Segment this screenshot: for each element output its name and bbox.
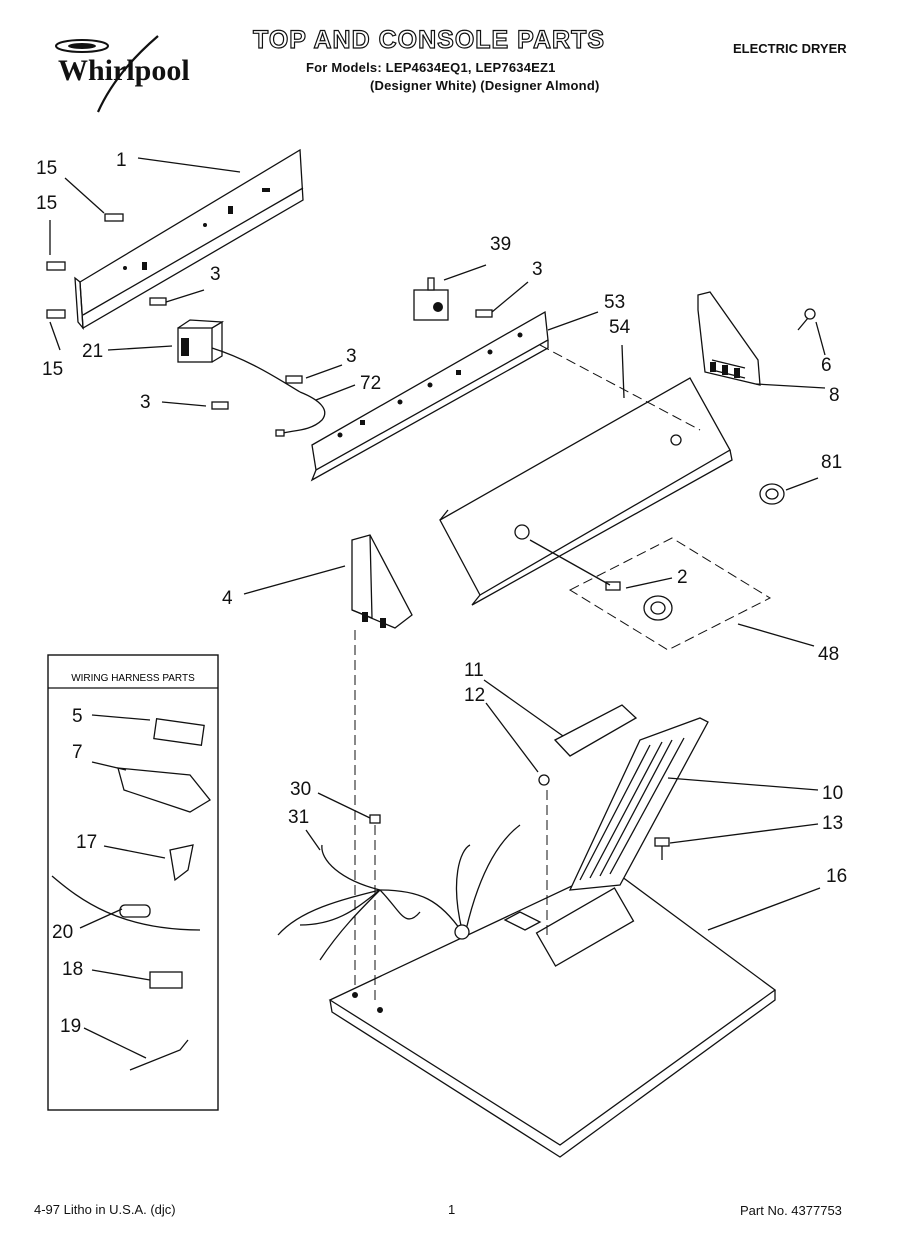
- footer-litho: 4-97 Litho in U.S.A. (djc): [34, 1202, 176, 1217]
- label-7: 7: [72, 742, 83, 763]
- part-53-console-bracket: [310, 310, 549, 482]
- wiring-harness-inset: WIRING HARNESS PARTS: [47, 654, 219, 1111]
- product-type: ELECTRIC DRYER: [733, 41, 847, 56]
- page-title: TOP AND CONSOLE PARTS: [252, 25, 606, 54]
- leader-lines: [49, 157, 826, 1059]
- part-4-control-housing: [351, 534, 413, 1000]
- label-81: 81: [821, 452, 842, 473]
- label-10: 10: [822, 783, 843, 804]
- brand-logo: Whirlpool: [40, 30, 210, 120]
- label-72: 72: [360, 373, 381, 394]
- label-3-a: 3: [210, 264, 221, 285]
- label-4: 4: [222, 588, 233, 609]
- label-3-d: 3: [532, 259, 543, 280]
- label-2: 2: [677, 567, 688, 588]
- label-15-top: 15: [36, 158, 57, 179]
- footer-part-number: Part No. 4377753: [740, 1203, 842, 1218]
- label-15-middle: 15: [36, 193, 57, 214]
- part-8-end-cap: [697, 291, 761, 386]
- part-31-wiring-harness: [277, 814, 521, 1000]
- label-15-bottom: 15: [42, 359, 63, 380]
- label-20: 20: [52, 922, 73, 943]
- part-3-screws: [149, 297, 493, 410]
- part-labels: 1 15 15 15 21 3 3 3 3 72 39 53 54 6 8 81…: [36, 150, 847, 1037]
- footer-page-number: 1: [448, 1202, 456, 1217]
- label-6: 6: [821, 355, 832, 376]
- label-5: 5: [72, 706, 83, 727]
- label-11: 11: [464, 660, 484, 681]
- part-72-wire: [275, 391, 326, 437]
- label-12: 12: [464, 685, 485, 706]
- part-13-screw: [654, 837, 670, 860]
- part-1-control-panel-bracket: [74, 148, 304, 330]
- label-3-b: 3: [346, 346, 357, 367]
- label-3-c: 3: [140, 392, 151, 413]
- whirlpool-logo-icon: Whirlpool: [55, 35, 190, 113]
- label-30: 30: [290, 779, 311, 800]
- part-48-knob-assembly: [529, 537, 772, 651]
- label-31: 31: [288, 807, 309, 828]
- part-10-lint-housing: [535, 717, 709, 967]
- label-16: 16: [826, 866, 847, 887]
- models-line: For Models: LEP4634EQ1, LEP7634EZ1: [306, 60, 556, 75]
- part-6-screw: [797, 308, 816, 331]
- label-39: 39: [490, 234, 511, 255]
- part-81-knob: [759, 483, 785, 505]
- label-18: 18: [62, 959, 83, 980]
- label-53: 53: [604, 292, 625, 313]
- label-8: 8: [829, 385, 840, 406]
- part-21-switch: [177, 319, 301, 393]
- label-19: 19: [60, 1016, 81, 1037]
- variants-line: (Designer White) (Designer Almond): [370, 78, 600, 93]
- inset-title: WIRING HARNESS PARTS: [71, 673, 195, 684]
- label-21: 21: [82, 341, 103, 362]
- part-39-timer: [413, 277, 449, 321]
- label-48: 48: [818, 644, 839, 665]
- label-1: 1: [116, 150, 127, 171]
- label-17: 17: [76, 832, 97, 853]
- label-54: 54: [609, 317, 631, 338]
- brand-name: Whirlpool: [58, 54, 190, 87]
- label-13: 13: [822, 813, 843, 834]
- part-15-screws: [46, 213, 124, 319]
- part-54-console: [439, 344, 733, 606]
- part-16-top: [328, 867, 777, 1158]
- part-11-lint-screen: [538, 704, 638, 940]
